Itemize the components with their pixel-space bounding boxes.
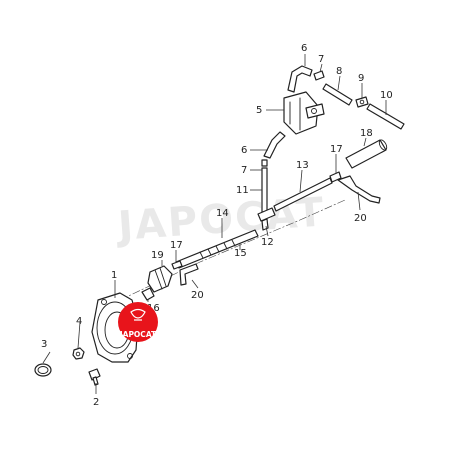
part-5-valve[interactable]	[283, 91, 325, 135]
leader-lines	[42, 54, 387, 394]
part-3-cap[interactable]	[34, 363, 52, 377]
callout-17-lower: 17	[170, 240, 183, 251]
callout-18: 18	[360, 128, 373, 139]
part-2-bolt[interactable]	[88, 368, 101, 386]
callout-17-upper: 17	[330, 144, 343, 155]
part-18-tube[interactable]	[345, 139, 388, 169]
part-17-fitting-lower[interactable]	[171, 260, 183, 270]
part-11-pipe[interactable]	[261, 167, 268, 213]
callout-6-middle: 6	[241, 145, 247, 156]
part-9-connector[interactable]	[355, 96, 369, 108]
callout-4: 4	[76, 316, 82, 327]
callouts: 1 2 3 4 5 6 7 8 9 10 6 7 11 12 13 14 15 …	[41, 43, 393, 408]
part-16-clip[interactable]	[141, 287, 155, 301]
callout-8: 8	[336, 66, 342, 77]
callout-15: 15	[234, 248, 247, 259]
callout-7-upper: 7	[318, 54, 324, 65]
callout-6-upper: 6	[301, 43, 307, 54]
callout-16: 16	[147, 303, 160, 314]
part-19-boot[interactable]	[147, 265, 173, 293]
part-4-nut[interactable]	[72, 347, 85, 360]
part-20-rod-lower[interactable]	[179, 263, 199, 286]
watermark-badge-circle	[118, 302, 158, 342]
watermark-badge: JAPOCAT	[118, 302, 158, 342]
part-8-pipe[interactable]	[322, 83, 353, 106]
part-7-pipe-middle[interactable]	[261, 159, 268, 167]
callout-20-lower: 20	[191, 290, 204, 301]
callout-7-middle: 7	[241, 165, 247, 176]
callout-20-upper: 20	[354, 213, 367, 224]
callout-5: 5	[256, 105, 262, 116]
callout-13: 13	[296, 160, 309, 171]
watermark-badge-text: JAPOCAT	[119, 330, 157, 339]
callout-1: 1	[111, 270, 117, 281]
callout-12: 12	[261, 237, 274, 248]
part-10-pipe[interactable]	[366, 103, 405, 130]
callout-3: 3	[41, 339, 47, 350]
part-13-pipe[interactable]	[273, 177, 333, 212]
callout-14: 14	[216, 208, 229, 219]
callout-11: 11	[236, 185, 249, 196]
part-6-hose-upper[interactable]	[287, 65, 313, 93]
watermark-badge-figure-icon	[130, 308, 146, 321]
callout-2: 2	[93, 397, 99, 408]
callout-9: 9	[358, 73, 364, 84]
callout-19: 19	[151, 250, 164, 261]
callout-10: 10	[380, 90, 393, 101]
part-7-pipe-upper[interactable]	[313, 70, 325, 81]
part-6-hose-middle[interactable]	[263, 131, 286, 159]
